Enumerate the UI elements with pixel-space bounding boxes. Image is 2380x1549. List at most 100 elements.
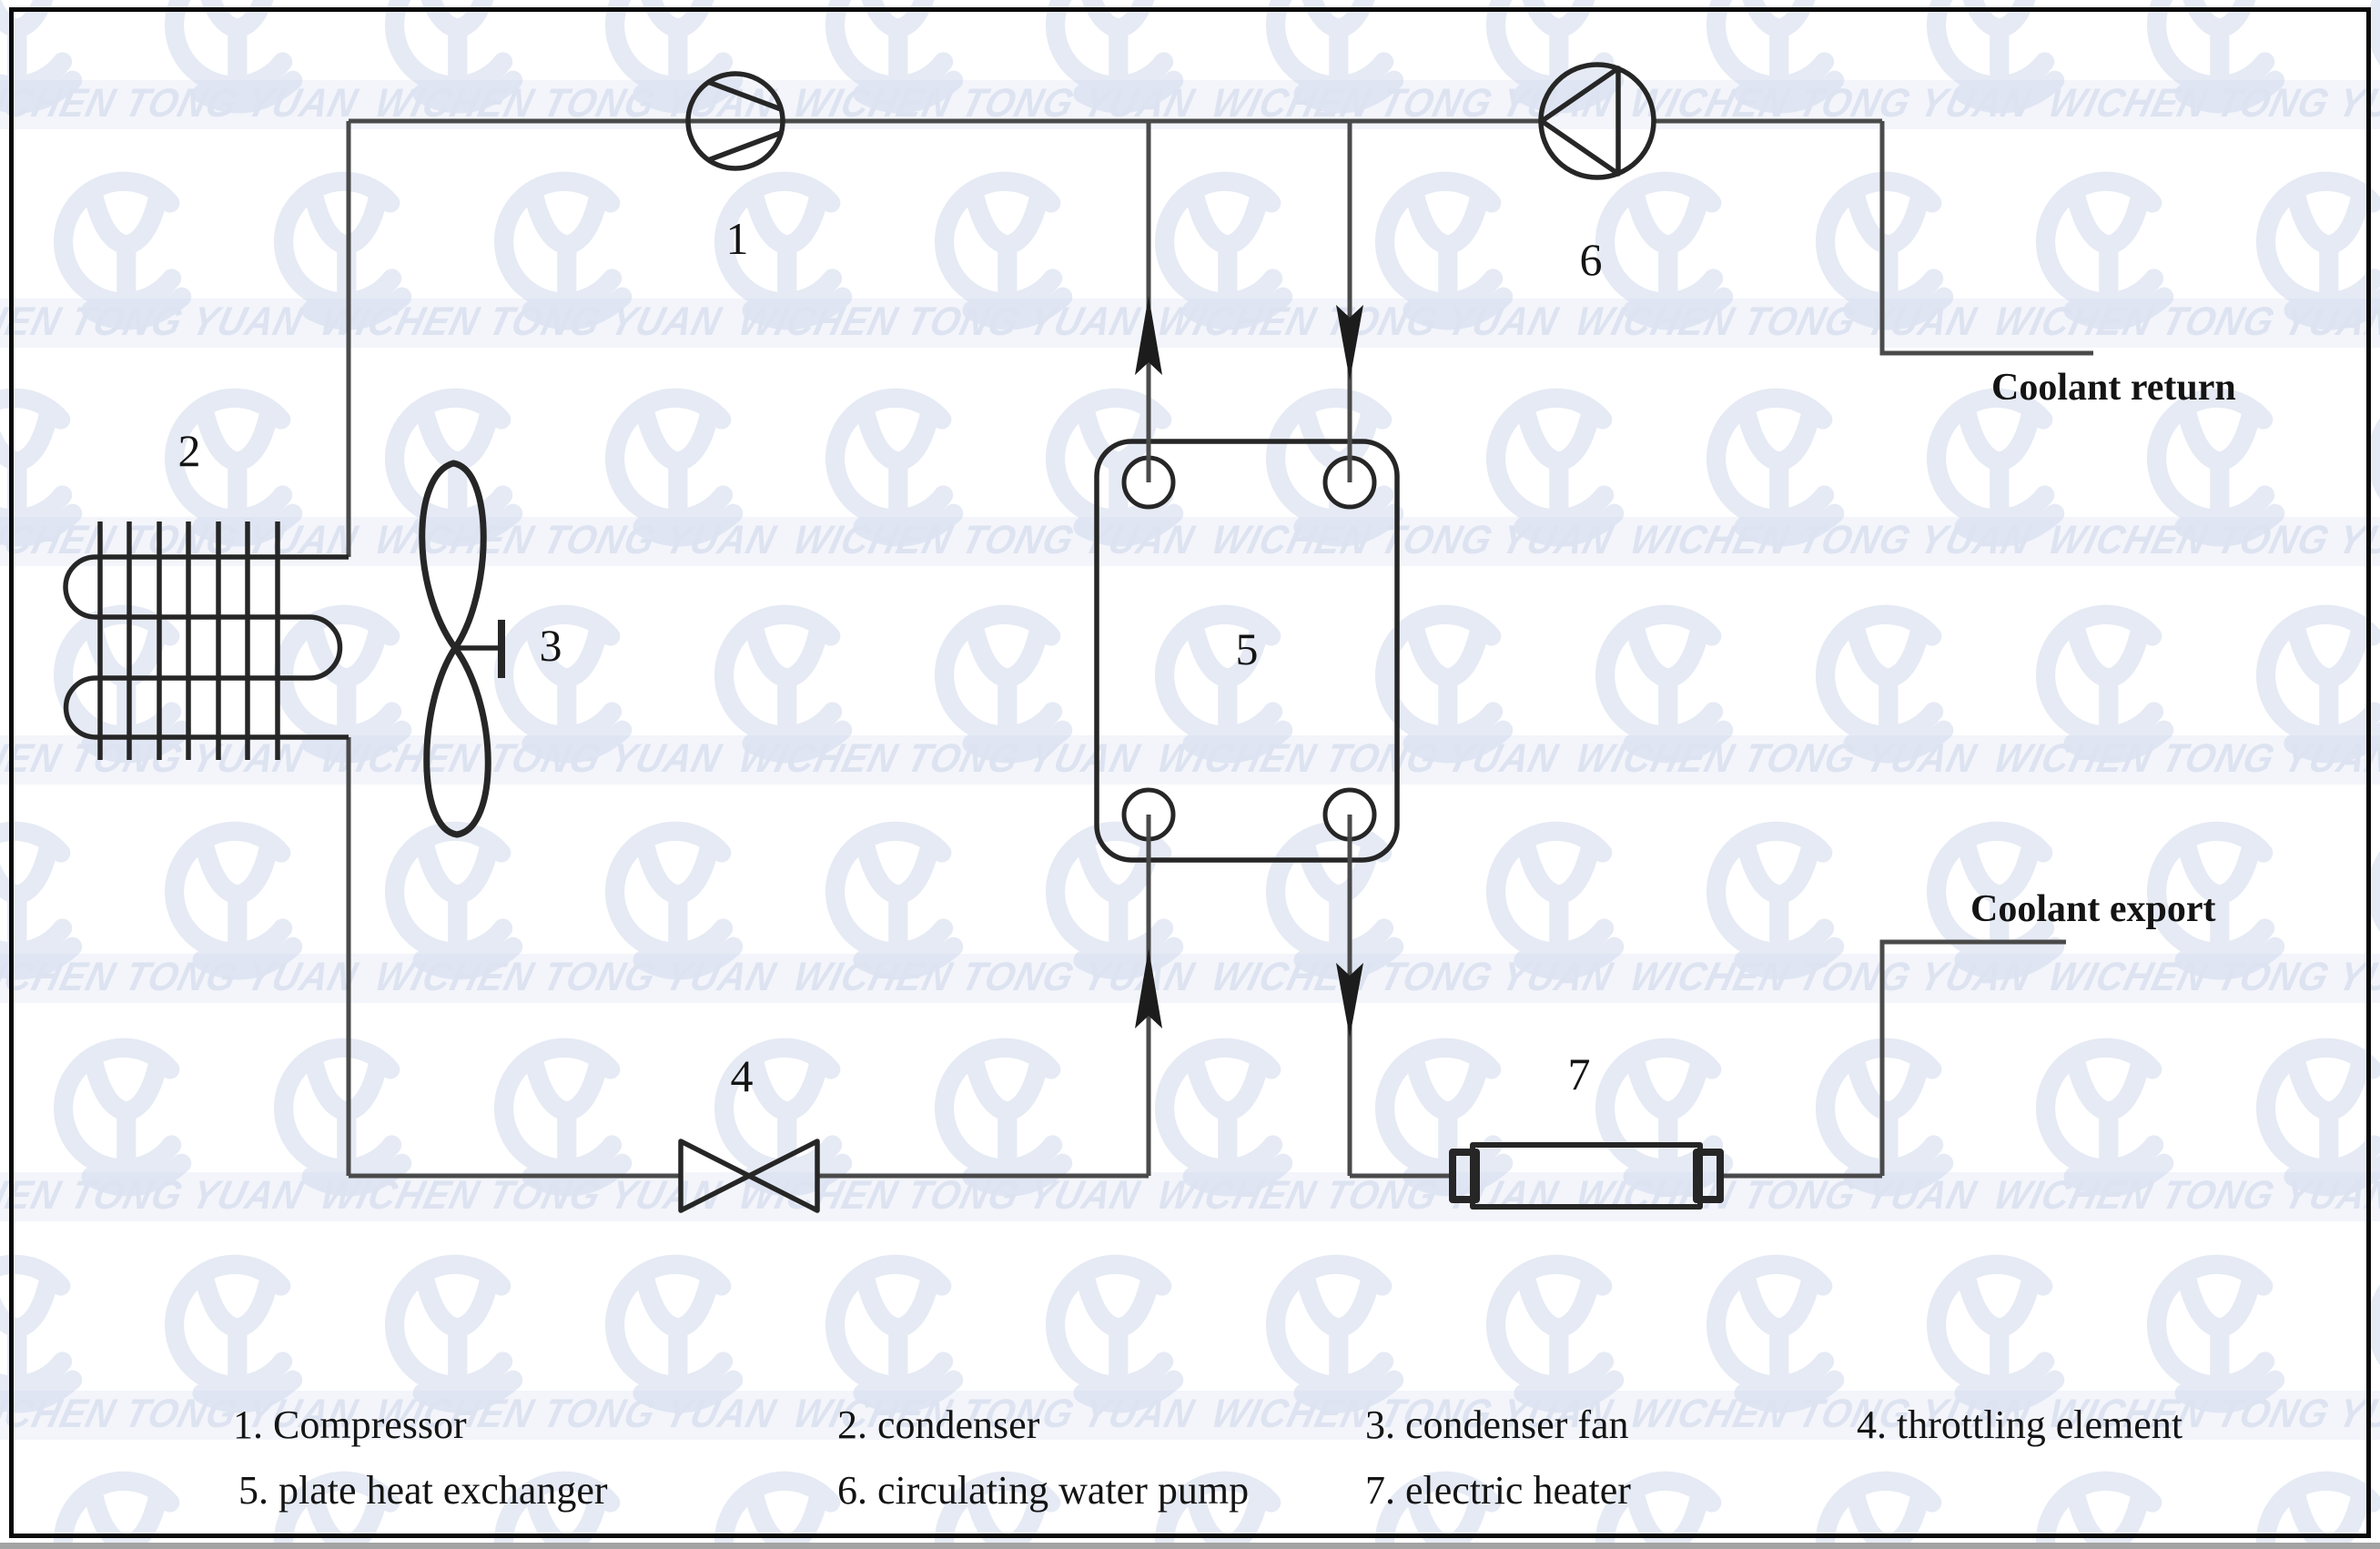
watermark-logo [1154, 171, 1293, 330]
legend-item-heater: 7. electric heater [1365, 1468, 1631, 1513]
watermark-logo [1926, 1254, 2065, 1413]
watermark-logo [1045, 821, 1184, 980]
legend-item-pump: 6. circulating water pump [837, 1468, 1250, 1513]
coolant-return-label: Coolant return [1991, 367, 2236, 409]
watermark-logo [0, 0, 83, 114]
legend-item-condenser: 2. condenser [837, 1402, 1040, 1447]
watermark-logo [1045, 388, 1184, 547]
watermark-logo [1706, 821, 1845, 980]
watermark-logo [2366, 1284, 2380, 1365]
plate-heat-exchanger [1094, 439, 1400, 863]
watermark-text-band: WICHEN TONG YUAN WICHEN TONG YUAN WICHEN… [0, 299, 2380, 348]
watermark-logo [384, 0, 523, 114]
watermark-logo [825, 821, 964, 980]
watermark-logo [934, 1038, 1073, 1197]
watermark-logo [1926, 0, 2065, 114]
pipe-coolant-return [1879, 121, 2093, 356]
watermark-text-band: WICHEN TONG YUAN WICHEN TONG YUAN WICHEN… [0, 954, 2380, 1003]
condenser-coil [63, 521, 349, 760]
watermark-logo [934, 604, 1073, 764]
valve-icon [678, 1139, 820, 1213]
watermark-logo [2366, 418, 2380, 499]
watermark-logo [934, 171, 1073, 330]
watermark-logo [1265, 1254, 1404, 1413]
legend-item-condenser-fan: 3. condenser fan [1365, 1402, 1629, 1447]
watermark-logo [2035, 1038, 2174, 1197]
watermark-logo [53, 171, 192, 330]
watermark-logo [825, 0, 964, 114]
pipe-coolant-export [1879, 939, 2066, 1176]
watermark-logo [493, 171, 633, 330]
fan-icon [419, 460, 505, 838]
heater-icon [1449, 1142, 1724, 1210]
flow-arrow-up-bottom-left [1135, 948, 1162, 1028]
watermark-text-band: WICHEN TONG YUAN WICHEN TONG YUAN WICHEN… [0, 517, 2380, 566]
label-heat-exchanger-number: 5 [1235, 623, 1259, 674]
watermark-logo [1815, 171, 1954, 330]
watermark-logo [1706, 388, 1845, 547]
coolant-export-label: Coolant export [1970, 888, 2216, 930]
watermark-logo [1595, 1038, 1734, 1197]
flow-arrow-up-top-left [1135, 296, 1162, 375]
watermark-logo [164, 821, 303, 980]
label-fan-number: 3 [539, 620, 562, 671]
legend-item-throttling: 4. throttling element [1857, 1402, 2183, 1447]
legend-item-heat-exchanger: 5. plate heat exchanger [238, 1468, 608, 1513]
flow-arrow-down-top-right [1336, 305, 1363, 380]
watermark-logo [714, 604, 853, 764]
watermark-logo [604, 1254, 744, 1413]
watermark-text-band: WICHEN TONG YUAN WICHEN TONG YUAN WICHEN… [0, 735, 2380, 785]
watermark-logo [1706, 1254, 1845, 1413]
watermark-logo [1595, 171, 1734, 330]
watermark-logo [2146, 388, 2285, 547]
watermark-logo [2366, 0, 2380, 66]
watermark-logo [2255, 171, 2380, 330]
watermark-logo [1374, 604, 1514, 764]
watermark-logo [1485, 1254, 1625, 1413]
watermark-logo [493, 1038, 633, 1197]
watermark-logo [2146, 1254, 2285, 1413]
watermark-text-band: WICHEN TONG YUAN WICHEN TONG YUAN WICHEN… [0, 1172, 2380, 1221]
watermark-logo [384, 1254, 523, 1413]
watermark-logo [1815, 1038, 1954, 1197]
watermark-logo [825, 388, 964, 547]
watermark-logo [604, 821, 744, 980]
watermark-logo [2035, 604, 2174, 764]
watermark-logo [1485, 821, 1625, 980]
watermark-logo [1045, 1254, 1184, 1413]
bottom-edge-strip [0, 1543, 2380, 1549]
watermark-logo [164, 1254, 303, 1413]
label-pump-number: 6 [1579, 234, 1603, 285]
flow-arrow-down-bottom-right [1336, 963, 1363, 1038]
watermark-logo [1154, 1038, 1293, 1197]
pump-icon [1538, 62, 1656, 180]
watermark-logo [604, 388, 744, 547]
watermark-logo [714, 171, 853, 330]
watermark-logo [0, 1254, 83, 1413]
legend-item-compressor: 1. Compressor [233, 1402, 467, 1447]
watermark-logo [2035, 171, 2174, 330]
watermark-logo [2255, 604, 2380, 764]
label-condenser-number: 2 [177, 425, 201, 476]
watermark-logo [1926, 821, 2065, 980]
watermark-logo [0, 388, 83, 547]
watermark-logo [1154, 604, 1293, 764]
label-heater-number: 7 [1567, 1048, 1591, 1099]
watermark-logo [1706, 0, 1845, 114]
label-compressor-number: 1 [725, 213, 749, 264]
watermark-logo [825, 1254, 964, 1413]
watermark-logo [53, 1038, 192, 1197]
watermark-logo [2146, 821, 2285, 980]
watermark-logo [1374, 171, 1514, 330]
watermark-logo [0, 821, 83, 980]
watermark-logo [1926, 388, 2065, 547]
watermark-logo [1045, 0, 1184, 114]
watermark-text-band: WICHEN TONG YUAN WICHEN TONG YUAN WICHEN… [0, 1391, 2380, 1440]
watermark-logo [2255, 1038, 2380, 1197]
compressor-symbol [685, 71, 785, 171]
watermark-logo [1265, 0, 1404, 114]
watermark-logo [164, 0, 303, 114]
